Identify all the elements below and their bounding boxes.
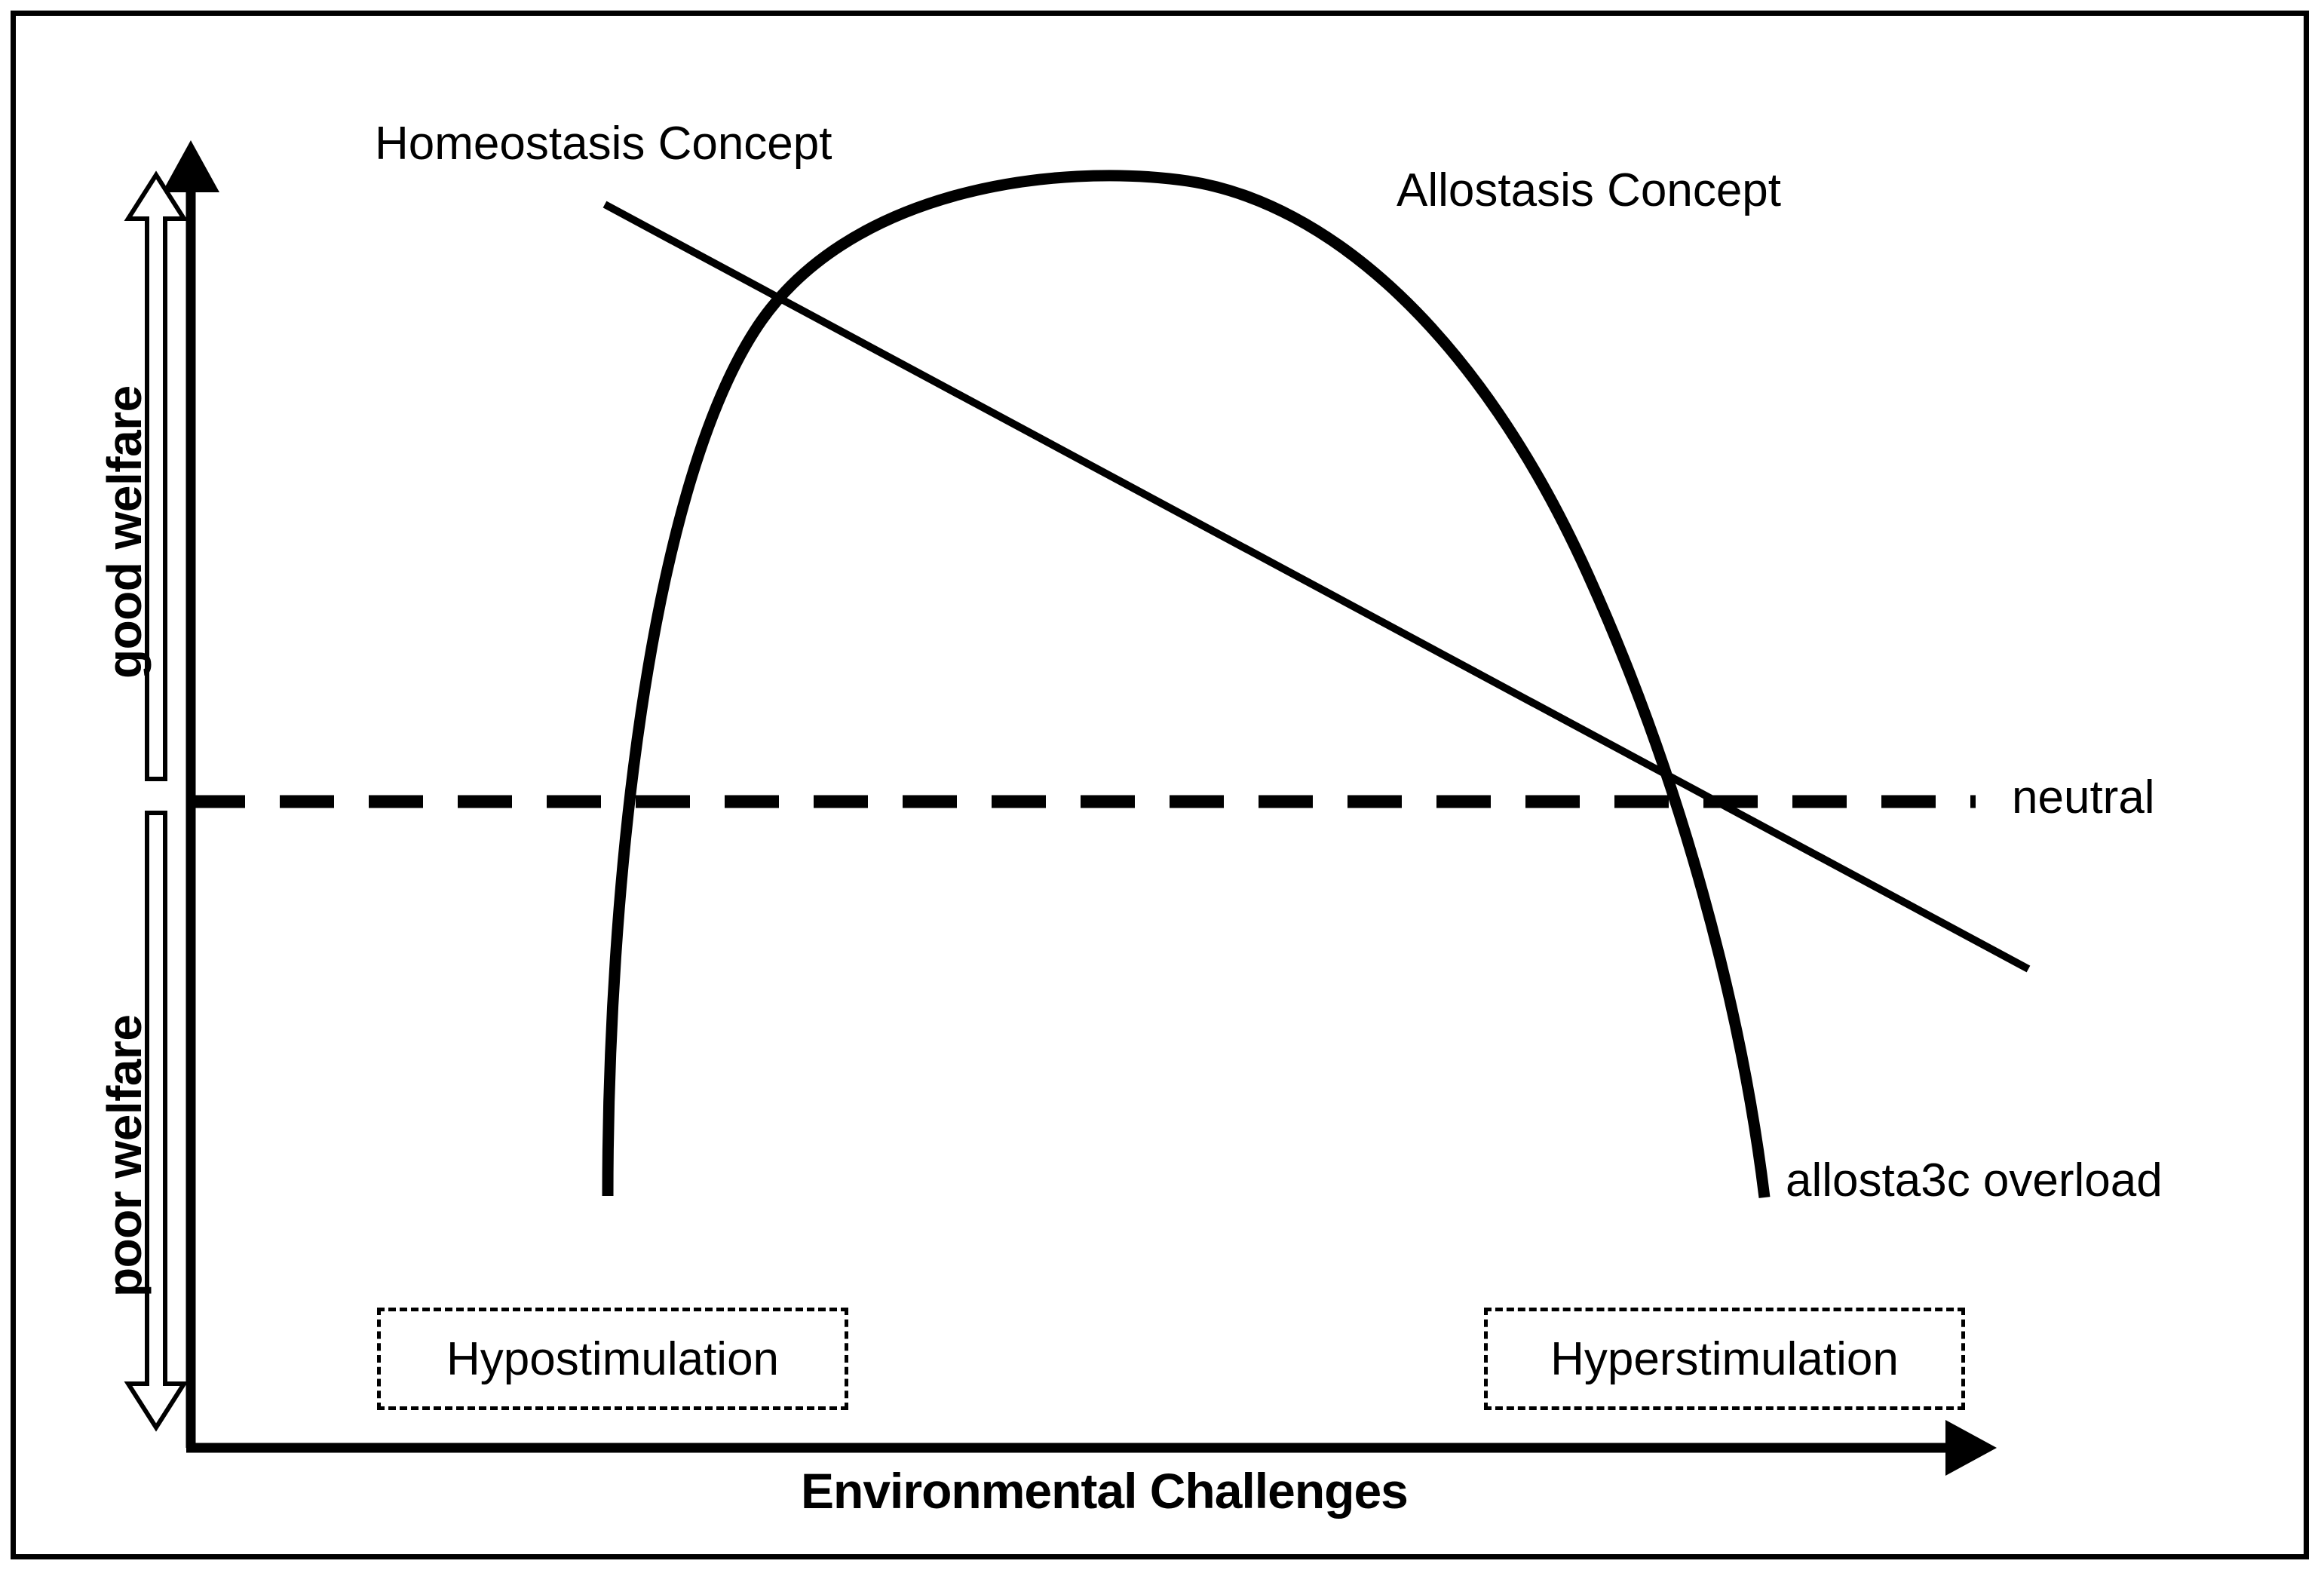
allostatic-overload-label: allosta3c overload	[1786, 1154, 2163, 1207]
figure-border	[11, 11, 2309, 1559]
hypostimulation-label: Hypostimulation	[446, 1332, 780, 1385]
allostasis-concept-label: Allostasis Concept	[1397, 164, 1782, 216]
x-axis	[186, 1420, 1997, 1476]
homeostasis-concept-label: Homeostasis Concept	[375, 118, 832, 170]
poor-welfare-axis-label: poor welfare	[97, 1014, 152, 1297]
poor-welfare-arrow-icon	[124, 811, 189, 1432]
good-welfare-axis-label: good welfare	[97, 385, 152, 679]
homeostasis-line	[602, 201, 2031, 973]
neutral-line-label: neutral	[2012, 771, 2155, 823]
hyperstimulation-label: Hyperstimulation	[1550, 1332, 1899, 1385]
hyperstimulation-box: Hyperstimulation	[1484, 1308, 1965, 1410]
good-welfare-arrow-icon	[124, 170, 189, 781]
hypostimulation-box: Hypostimulation	[377, 1308, 848, 1410]
x-axis-title: Environmental Challenges	[801, 1463, 1409, 1519]
y-axis	[162, 140, 219, 1448]
allostasis-curve	[602, 170, 1771, 1198]
